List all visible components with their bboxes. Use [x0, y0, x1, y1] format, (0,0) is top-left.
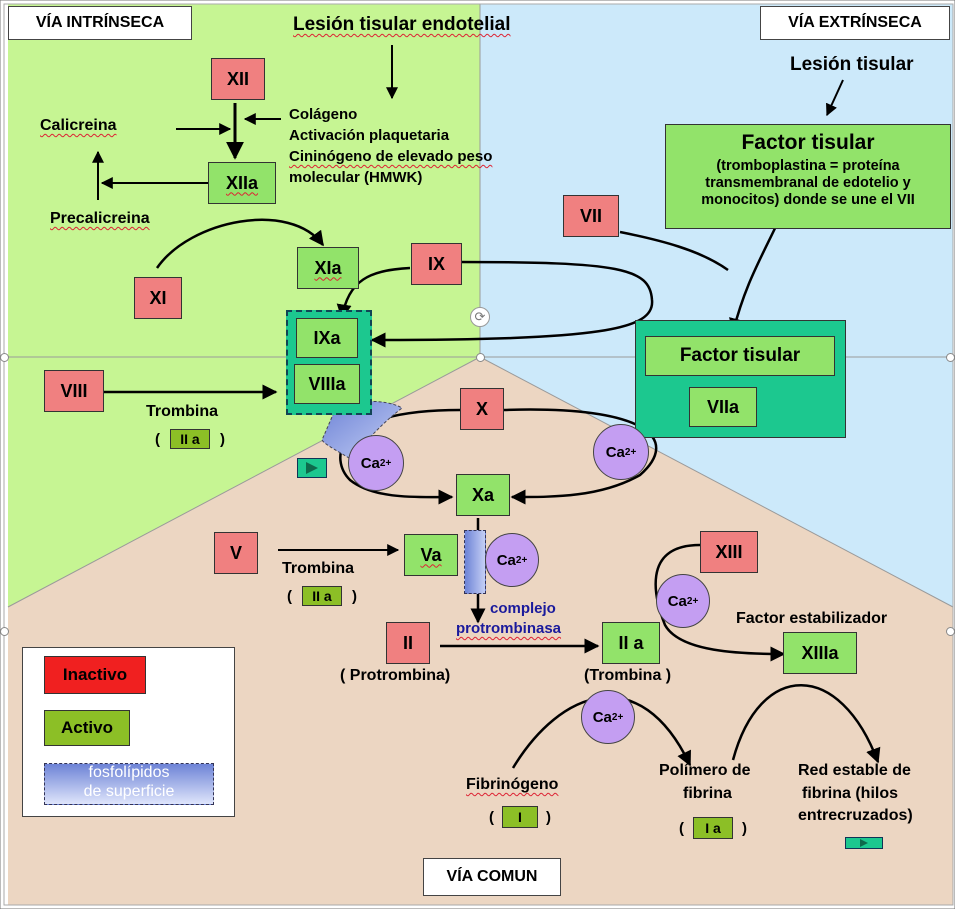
ca-charge: 2+: [611, 711, 624, 723]
prothrombinase-label-2: protrombinasa: [456, 620, 562, 637]
factor-ii: II: [386, 622, 430, 664]
tissue-factor-inner: Factor tisular: [645, 336, 835, 376]
rotate-icon[interactable]: ⟳: [470, 307, 490, 327]
stable-fibrin-label: Red estable de: [798, 762, 911, 779]
selection-handle[interactable]: [0, 627, 9, 636]
fibrinogen-i-tag: ( I ): [489, 805, 551, 829]
ca-charge: 2+: [515, 554, 528, 566]
fibrin-polymer-label: Polímero de: [659, 762, 751, 779]
factor-va-label: Va: [420, 544, 442, 565]
tissue-factor-description: (tromboplastina = proteína: [716, 158, 900, 174]
fibrinogen-label: Fibrinógeno: [466, 776, 559, 793]
fibrin-ia-tag: ( I a ): [679, 816, 747, 840]
legend-phospholipids: fosfolípidos de superficie: [44, 763, 214, 805]
phospholipid-membrane-2: [464, 530, 486, 594]
thrombin-label-1: Trombina: [146, 403, 219, 420]
legend-inactive: Inactivo: [44, 656, 146, 694]
factor-viii: VIII: [44, 370, 104, 412]
hmwk-label-line2: molecular (HMWK): [289, 169, 423, 186]
factor-viia: VIIa: [689, 387, 757, 427]
factor-vii: VII: [563, 195, 619, 237]
factor-xiia: XIIa: [208, 162, 276, 204]
tissue-factor-box: Factor tisular (tromboplastina = proteín…: [665, 124, 951, 229]
factor-v: V: [214, 532, 258, 574]
legend-phospho-text-2: de superficie: [83, 783, 175, 800]
stable-fibrin-label-3: entrecruzados): [798, 807, 913, 824]
factor-xii: XII: [211, 58, 265, 100]
legend-active: Activo: [44, 710, 130, 746]
play-icon[interactable]: [845, 837, 883, 849]
iia-chip: II a: [302, 586, 342, 606]
thrombin-iia-tag-1: ( II a ): [155, 429, 225, 449]
selection-handle[interactable]: [476, 353, 485, 362]
common-region: [8, 357, 953, 905]
endothelial-lesion-label: Lesión tisular endotelial: [293, 14, 511, 35]
selection-handle[interactable]: [946, 627, 955, 636]
ca-charge: 2+: [379, 457, 392, 469]
factor-viiia: VIIIa: [294, 364, 360, 404]
common-pathway-title: VÍA COMUN: [423, 858, 561, 896]
tissue-factor-description-2: transmembranal de edotelio y: [705, 175, 911, 191]
thrombin-label-2: Trombina: [282, 560, 355, 577]
factor-xia: XIa: [297, 247, 359, 289]
i-chip: I: [502, 806, 538, 828]
factor-iia: II a: [602, 622, 660, 664]
selection-handle[interactable]: [0, 353, 9, 362]
stabilizing-factor-label: Factor estabilizador: [736, 610, 888, 627]
intrinsic-region: [8, 4, 480, 607]
kallikrein-label: Calicreina: [40, 117, 117, 134]
factor-xa: Xa: [456, 474, 510, 516]
ca-charge: 2+: [624, 446, 637, 458]
factor-ixa: IXa: [296, 318, 358, 358]
phospholipid-membrane-1: [321, 400, 403, 461]
play-icon[interactable]: [297, 458, 327, 478]
factor-xia-label: XIa: [314, 257, 342, 278]
intrinsic-pathway-title: VÍA INTRÍNSECA: [8, 6, 192, 40]
factor-x: X: [460, 388, 504, 430]
factor-ix: IX: [411, 243, 462, 285]
fibrin-polymer-label-2: fibrina: [683, 785, 732, 802]
tissue-lesion-label: Lesión tisular: [790, 54, 914, 75]
tissue-factor-title: Factor tisular: [741, 131, 875, 154]
stable-fibrin-label-2: fibrina (hilos: [802, 785, 898, 802]
ia-chip: I a: [693, 817, 733, 839]
thrombin-paren-label: (Trombina ): [584, 667, 672, 684]
iia-chip: II a: [170, 429, 210, 449]
factor-va: Va: [404, 534, 458, 576]
prothrombinase-label: complejo: [490, 600, 556, 617]
ca-charge: 2+: [686, 595, 699, 607]
tissue-factor-description-3: monocitos) donde se une el VII: [701, 192, 915, 208]
hmwk-label: Cininógeno de elevado peso: [289, 148, 493, 165]
prothrombin-label: ( Protrombina): [340, 667, 451, 684]
selection-handle[interactable]: [946, 353, 955, 362]
prekallikrein-label: Precalicreina: [50, 210, 150, 227]
factor-xi: XI: [134, 277, 182, 319]
extrinsic-pathway-title: VÍA EXTRÍNSECA: [760, 6, 950, 40]
factor-xiiia: XIIIa: [783, 632, 857, 674]
collagen-label: Colágeno: [289, 106, 358, 123]
thrombin-iia-tag-2: ( II a ): [287, 586, 357, 606]
platelet-activation-label: Activación plaquetaria: [289, 127, 450, 144]
factor-xiii: XIII: [700, 531, 758, 573]
factor-xiia-label: XIIa: [225, 172, 259, 193]
legend-phospho-text: fosfolípidos: [88, 764, 170, 781]
